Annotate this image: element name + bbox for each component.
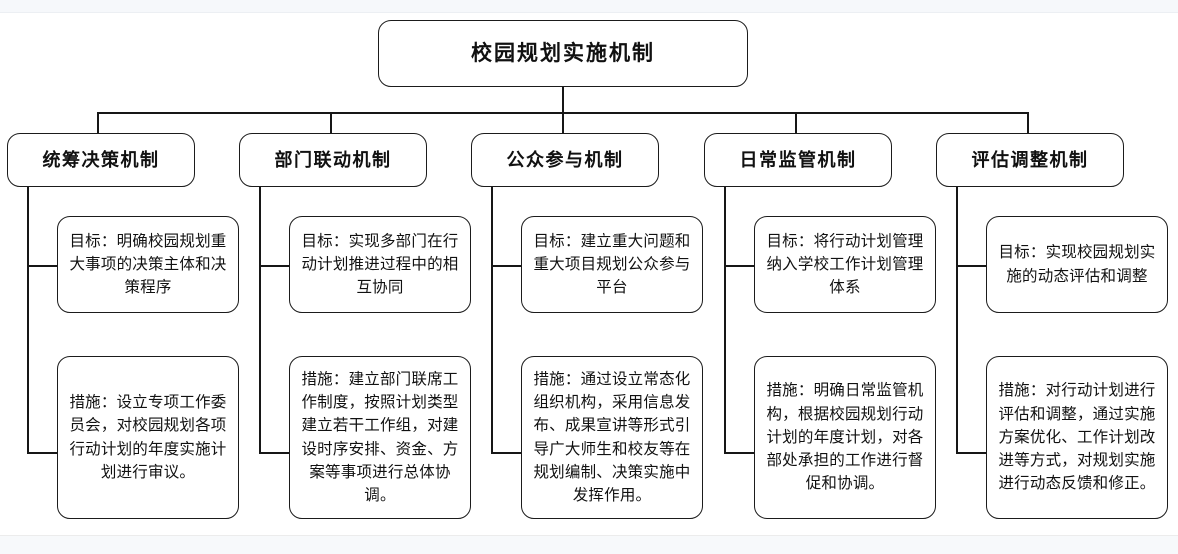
connector-spine-col-5 — [956, 173, 958, 453]
page-top-chrome-bar — [0, 0, 1178, 13]
node-measure-col-5-label: 措施：对行动计划进行评估和调整，通过实施方案优化、工作计划改进等方式，对规划实施… — [998, 382, 1156, 493]
connector-drop-col-2 — [330, 112, 332, 133]
connector-drop-col-3 — [562, 112, 564, 133]
connector-branch-goal-col-5 — [956, 265, 987, 267]
diagram-canvas: 校园规划实施机制 统筹决策机制 部门联动机制 公众参与机制 日常监管机制 评估调… — [0, 13, 1178, 535]
node-measure-col-4-label: 措施：明确日常监管机构，根据校园规划行动计划的年度计划，对各部处承担的工作进行督… — [766, 382, 924, 493]
node-header-col-5[interactable]: 评估调整机制 — [936, 133, 1124, 187]
node-measure-col-1-label: 措施：设立专项工作委员会，对校园规划各项行动计划的年度实施计划进行审议。 — [69, 394, 227, 481]
connector-branch-measure-col-1 — [27, 452, 58, 454]
node-header-col-4-label: 日常监管机制 — [739, 149, 857, 170]
node-measure-col-4[interactable]: 措施：明确日常监管机构，根据校园规划行动计划的年度计划，对各部处承担的工作进行督… — [754, 356, 936, 519]
node-goal-col-5-label: 目标：实现校园规划实施的动态评估和调整 — [998, 244, 1156, 285]
node-header-col-4[interactable]: 日常监管机制 — [704, 133, 892, 187]
node-root-title[interactable]: 校园规划实施机制 — [378, 20, 748, 87]
connector-branch-goal-col-3 — [491, 265, 522, 267]
node-goal-col-3-label: 目标：建立重大问题和重大项目规划公众参与平台 — [533, 232, 691, 297]
connector-branch-measure-col-5 — [956, 452, 987, 454]
connector-branch-measure-col-3 — [491, 452, 522, 454]
node-goal-col-1[interactable]: 目标：明确校园规划重大事项的决策主体和决策程序 — [57, 216, 239, 313]
connector-branch-goal-col-2 — [259, 265, 290, 267]
connector-branch-measure-col-4 — [724, 452, 755, 454]
node-goal-col-3[interactable]: 目标：建立重大问题和重大项目规划公众参与平台 — [521, 216, 703, 313]
node-goal-col-4-label: 目标：将行动计划管理纳入学校工作计划管理体系 — [766, 232, 924, 297]
node-header-col-1[interactable]: 统筹决策机制 — [7, 133, 195, 187]
connector-drop-col-4 — [795, 112, 797, 133]
node-header-col-2[interactable]: 部门联动机制 — [239, 133, 427, 187]
connector-spine-col-3 — [491, 173, 493, 453]
connector-branch-goal-col-4 — [724, 265, 755, 267]
node-header-col-2-label: 部门联动机制 — [274, 149, 392, 170]
connector-drop-col-1 — [97, 112, 99, 133]
node-goal-col-4[interactable]: 目标：将行动计划管理纳入学校工作计划管理体系 — [754, 216, 936, 313]
page-bottom-chrome-bar — [0, 535, 1178, 554]
node-goal-col-2[interactable]: 目标：实现多部门在行动计划推进过程中的相互协同 — [289, 216, 471, 313]
node-measure-col-3-label: 措施：通过设立常态化组织机构，采用信息发布、成果宣讲等形式引导广大师生和校友等在… — [533, 370, 691, 504]
node-measure-col-2[interactable]: 措施：建立部门联席工作制度，按照计划类型建立若干工作组，对建设时序安排、资金、方… — [289, 356, 471, 519]
connector-spine-col-4 — [724, 173, 726, 453]
node-goal-col-1-label: 目标：明确校园规划重大事项的决策主体和决策程序 — [69, 232, 227, 297]
node-measure-col-5[interactable]: 措施：对行动计划进行评估和调整，通过实施方案优化、工作计划改进等方式，对规划实施… — [986, 356, 1168, 519]
node-header-col-3[interactable]: 公众参与机制 — [471, 133, 659, 187]
node-header-col-1-label: 统筹决策机制 — [42, 149, 160, 170]
node-measure-col-1[interactable]: 措施：设立专项工作委员会，对校园规划各项行动计划的年度实施计划进行审议。 — [57, 356, 239, 519]
node-goal-col-2-label: 目标：实现多部门在行动计划推进过程中的相互协同 — [301, 232, 459, 297]
connector-spine-col-2 — [259, 173, 261, 453]
connector-root-stem — [562, 87, 564, 113]
connector-drop-col-5 — [1027, 112, 1029, 133]
node-goal-col-5[interactable]: 目标：实现校园规划实施的动态评估和调整 — [986, 216, 1168, 313]
node-header-col-3-label: 公众参与机制 — [506, 149, 624, 170]
connector-spine-col-1 — [27, 173, 29, 453]
node-measure-col-2-label: 措施：建立部门联席工作制度，按照计划类型建立若干工作组，对建设时序安排、资金、方… — [301, 370, 459, 504]
connector-branch-measure-col-2 — [259, 452, 290, 454]
node-measure-col-3[interactable]: 措施：通过设立常态化组织机构，采用信息发布、成果宣讲等形式引导广大师生和校友等在… — [521, 356, 703, 519]
connector-branch-goal-col-1 — [27, 265, 58, 267]
node-header-col-5-label: 评估调整机制 — [971, 149, 1089, 170]
node-root-title-label: 校园规划实施机制 — [471, 41, 655, 66]
